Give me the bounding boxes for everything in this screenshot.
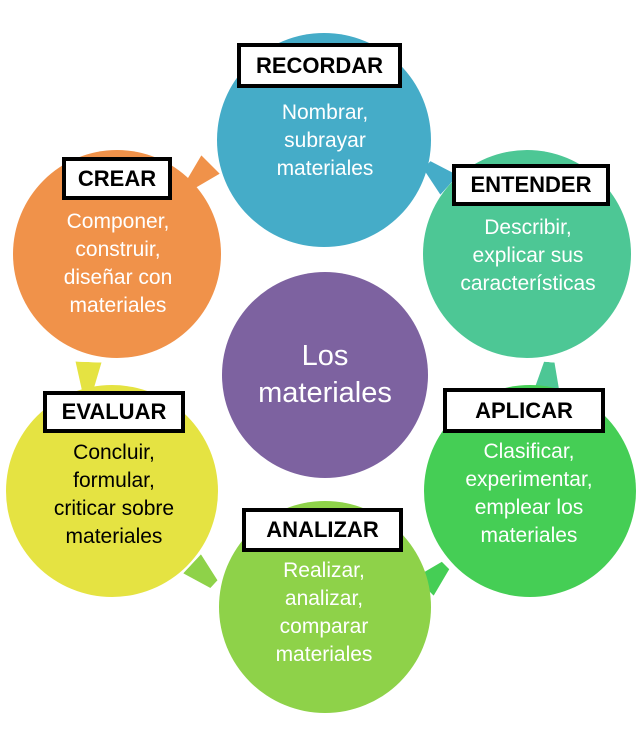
entender-body-text: Describir, explicar sus características bbox=[460, 216, 596, 296]
crear-body-text: Componer, construir, diseñar con materia… bbox=[63, 210, 173, 318]
aplicar-title-box: APLICAR bbox=[443, 388, 605, 433]
crear-title-box: CREAR bbox=[62, 157, 172, 200]
analizar-title-box: ANALIZAR bbox=[242, 508, 403, 552]
recordar-body-text: Nombrar, subrayar materiales bbox=[276, 101, 374, 181]
center-circle bbox=[222, 272, 428, 478]
center-label: Los materiales bbox=[258, 340, 392, 409]
analizar-body-text: Realizar, analizar, comparar materiales bbox=[275, 559, 373, 667]
evaluar-title-box: EVALUAR bbox=[43, 391, 185, 433]
aplicar-body-text: Clasificar, experimentar, emplear los ma… bbox=[465, 440, 593, 548]
evaluar-title-label: EVALUAR bbox=[61, 399, 167, 424]
crear-title-label: CREAR bbox=[77, 165, 157, 191]
analizar-title-label: ANALIZAR bbox=[266, 517, 379, 542]
evaluar-body-text: Concluir, formular, criticar sobre mater… bbox=[53, 441, 175, 549]
recordar-title-label: RECORDAR bbox=[255, 52, 384, 78]
entender-title-box: ENTENDER bbox=[452, 164, 610, 206]
entender-title-label: ENTENDER bbox=[470, 172, 592, 197]
aplicar-title-label: APLICAR bbox=[475, 397, 573, 423]
recordar-title-box: RECORDAR bbox=[237, 43, 402, 88]
